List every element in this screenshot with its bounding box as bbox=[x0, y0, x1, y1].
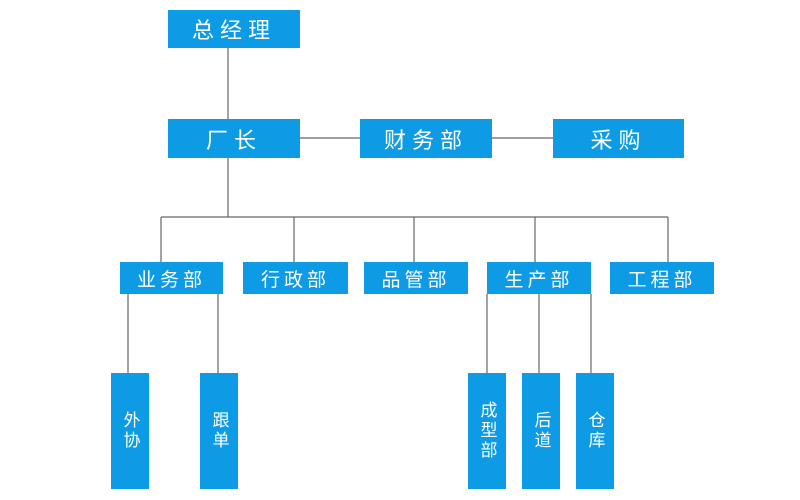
unit-warehouse-label: 仓库 bbox=[584, 411, 605, 451]
unit-finishing-box: 后道 bbox=[522, 373, 560, 489]
unit-outsourcing-box: 外协 bbox=[111, 373, 149, 489]
dept-production-box: 生产部 bbox=[487, 262, 591, 294]
unit-molding-label: 成型部 bbox=[476, 401, 497, 461]
unit-finishing-label: 后道 bbox=[530, 411, 551, 451]
dept-admin-label: 行政部 bbox=[260, 268, 330, 291]
unit-followup-label: 跟单 bbox=[208, 411, 229, 451]
dept-engineering-box: 工程部 bbox=[610, 262, 714, 294]
factory-manager-box: 厂长 bbox=[168, 119, 300, 158]
unit-outsourcing-label: 外协 bbox=[119, 411, 140, 451]
purchasing-box: 采购 bbox=[553, 119, 684, 158]
general-manager-label: 总经理 bbox=[191, 19, 276, 44]
purchasing-label: 采购 bbox=[590, 128, 647, 154]
finance-box: 财务部 bbox=[360, 119, 492, 158]
factory-manager-label: 厂长 bbox=[205, 128, 262, 154]
dept-production-label: 生产部 bbox=[504, 268, 574, 291]
dept-business-label: 业务部 bbox=[136, 268, 206, 291]
general-manager-box: 总经理 bbox=[168, 10, 300, 48]
unit-molding-box: 成型部 bbox=[468, 373, 506, 489]
dept-business-box: 业务部 bbox=[120, 262, 223, 294]
unit-followup-box: 跟单 bbox=[200, 373, 238, 489]
dept-admin-box: 行政部 bbox=[243, 262, 348, 294]
dept-quality-box: 品管部 bbox=[364, 262, 468, 294]
unit-warehouse-box: 仓库 bbox=[576, 373, 614, 489]
dept-engineering-label: 工程部 bbox=[627, 268, 697, 291]
dept-quality-label: 品管部 bbox=[381, 268, 451, 291]
finance-label: 财务部 bbox=[383, 128, 468, 154]
